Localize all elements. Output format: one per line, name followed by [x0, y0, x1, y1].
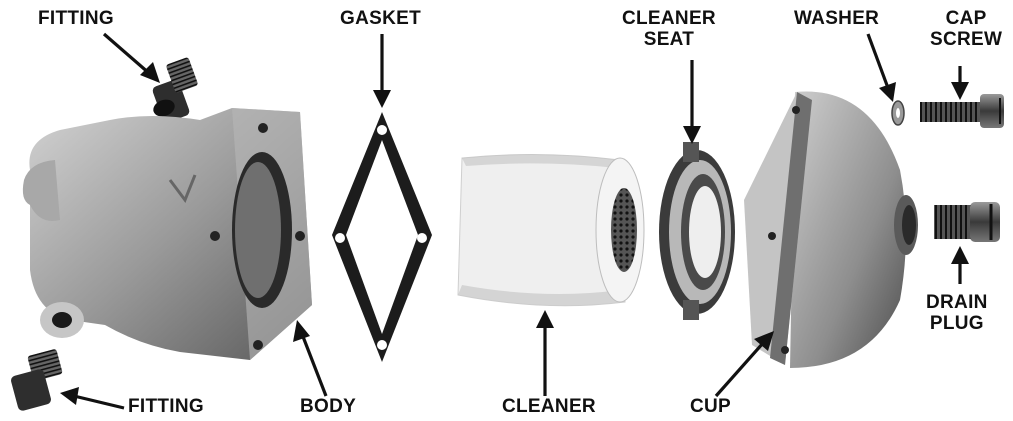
label-drain-plug: DRAIN PLUG [926, 292, 988, 334]
cleaner-seat-part [659, 142, 735, 320]
label-cap-screw-line1: CAP [930, 8, 1002, 29]
label-fitting-top: FITTING [38, 8, 114, 29]
label-fitting-bottom: FITTING [128, 396, 204, 417]
label-gasket: GASKET [340, 8, 421, 29]
cap-screw-part [920, 94, 1004, 128]
label-cleaner-seat: CLEANER SEAT [622, 8, 716, 50]
label-drain-plug-line1: DRAIN [926, 292, 988, 313]
label-body: BODY [300, 396, 356, 417]
cup-part [744, 91, 918, 368]
fitting-bottom-part [10, 349, 63, 412]
drain-plug-part [934, 202, 1000, 242]
cleaner-part [458, 154, 644, 305]
label-cleaner: CLEANER [502, 396, 596, 417]
fitting-top-part [151, 57, 198, 124]
washer-part [892, 101, 904, 125]
label-cap-screw-line2: SCREW [930, 29, 1002, 50]
label-cleaner-seat-line1: CLEANER [622, 8, 716, 29]
label-cap-screw: CAP SCREW [930, 8, 1002, 50]
gasket-part [332, 112, 432, 362]
label-drain-plug-line2: PLUG [926, 313, 988, 334]
body-part [23, 108, 312, 360]
label-washer: WASHER [794, 8, 879, 29]
label-cleaner-seat-line2: SEAT [622, 29, 716, 50]
label-cup: CUP [690, 396, 731, 417]
